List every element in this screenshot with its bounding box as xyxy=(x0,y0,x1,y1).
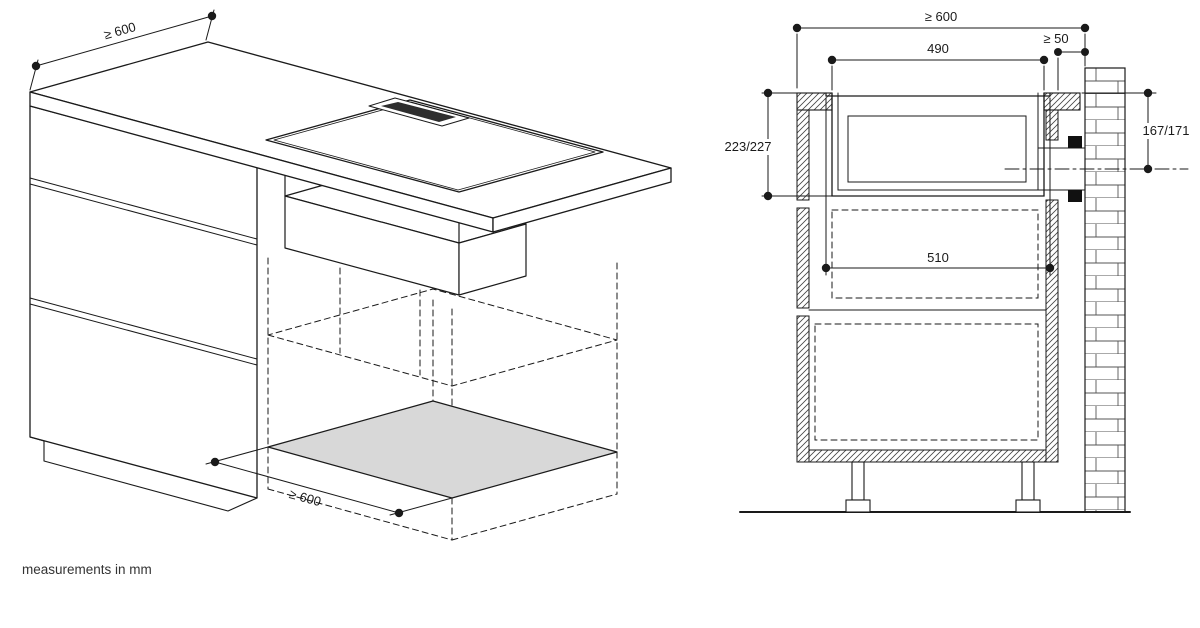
mid-shelf-outline xyxy=(267,288,618,387)
datum-dot xyxy=(1080,23,1090,33)
dim-appliance-width: 510 xyxy=(821,97,1055,276)
dimension-label: 167/171 xyxy=(1143,123,1190,138)
vent-grille-icon xyxy=(381,102,456,122)
leg-foot xyxy=(845,499,871,513)
air-outlet xyxy=(1004,136,1189,202)
intermediate-shelf-panel xyxy=(267,400,618,499)
dim-appliance-depth: 223/227 xyxy=(716,88,835,201)
bottom-panel xyxy=(808,449,1047,463)
datum-dot xyxy=(1143,88,1153,98)
dimension-label: ≥ 600 xyxy=(288,486,323,509)
datum-dot xyxy=(1039,55,1049,65)
cabinet-leg xyxy=(851,461,865,501)
dimension-label: ≥ 600 xyxy=(925,9,957,24)
leg-foot xyxy=(1015,499,1041,513)
plinth xyxy=(29,436,258,512)
dim-total-depth: ≥ 600 xyxy=(792,9,1090,89)
outlet-flange xyxy=(1068,190,1082,202)
front-panel xyxy=(796,315,810,463)
clearance-dashed-rects xyxy=(814,209,1039,441)
cabinet-leg xyxy=(1021,461,1035,501)
outlet-flange xyxy=(1068,136,1082,148)
drawer-gap-lines xyxy=(29,177,258,366)
dim-outlet-height: 167/171 xyxy=(1081,88,1198,174)
drawer-stack-face xyxy=(29,105,258,499)
dim-cutout-width: 490 xyxy=(827,41,1049,91)
cabinet-legs xyxy=(845,461,1041,513)
dimension-label: 223/227 xyxy=(725,139,772,154)
datum-dot xyxy=(394,508,404,518)
datum-dot xyxy=(1045,263,1055,273)
worktop-side-face xyxy=(492,167,672,233)
cooktop-surface xyxy=(265,97,604,193)
cabinet-front xyxy=(29,105,258,512)
datum-dot xyxy=(763,88,773,98)
dim-wall-clearance: ≥ 50 xyxy=(1043,31,1089,91)
cabinet-panels-section xyxy=(796,109,1059,463)
back-panel xyxy=(1045,109,1059,141)
vent-module-housing xyxy=(284,175,527,296)
dimension-label: ≥ 50 xyxy=(1043,31,1068,46)
isometric-view: ≥ 600 ≥ 600 xyxy=(29,9,672,541)
vent-module-box xyxy=(847,115,1027,183)
brick-wall xyxy=(1084,67,1126,513)
datum-dot xyxy=(827,55,837,65)
datum-dot xyxy=(821,263,831,273)
datum-dot xyxy=(792,23,802,33)
datum-dot xyxy=(207,11,217,21)
datum-dot xyxy=(210,457,220,467)
front-panel xyxy=(796,109,810,201)
back-panel xyxy=(1045,199,1059,463)
dimension-label: 490 xyxy=(927,41,949,56)
datum-dot xyxy=(1143,164,1153,174)
datum-dot xyxy=(763,191,773,201)
appliance-section xyxy=(825,92,1051,197)
measurements-footnote: measurements in mm xyxy=(22,562,152,577)
datum-dot xyxy=(1081,48,1089,56)
datum-dot xyxy=(1054,48,1062,56)
datum-dot xyxy=(31,61,41,71)
clearance-dashed-lines xyxy=(267,257,618,541)
front-panel xyxy=(796,207,810,309)
dimension-label: 510 xyxy=(927,250,949,265)
section-view: ≥ 600 ≥ 50 490 223/227 xyxy=(716,9,1198,513)
